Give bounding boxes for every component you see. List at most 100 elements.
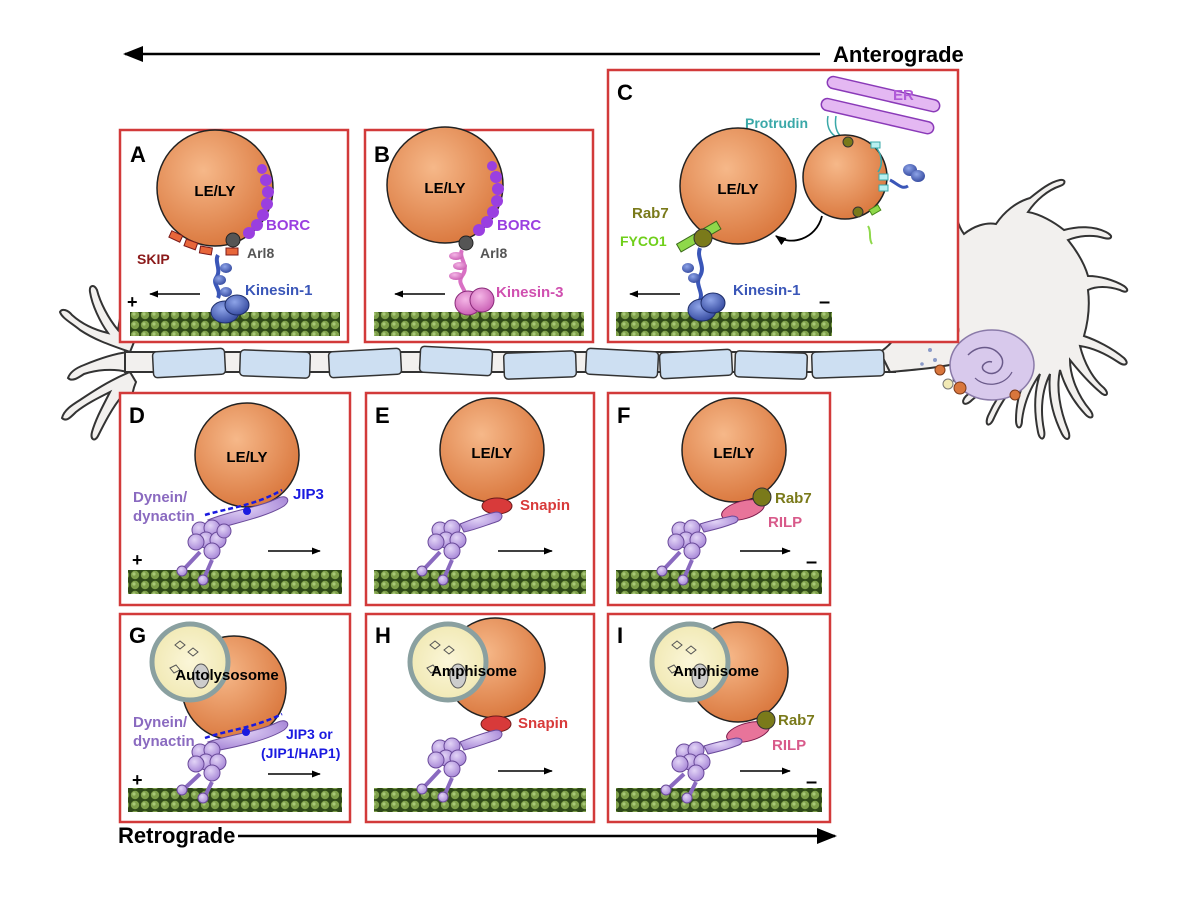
small-kinesin bbox=[889, 164, 925, 189]
myelin-sheath bbox=[151, 345, 886, 380]
panel-e: E LE/LY Snapin bbox=[364, 391, 596, 607]
fusion-arrow bbox=[775, 215, 823, 246]
borc-complex bbox=[243, 164, 274, 239]
panel-letter: C bbox=[617, 80, 633, 105]
kinesin-label: Kinesin-1 bbox=[245, 282, 313, 299]
panel-letter: E bbox=[375, 403, 390, 428]
kinesin-label: Kinesin-3 bbox=[496, 284, 564, 301]
protrudin-label: Protrudin bbox=[745, 115, 808, 131]
rilp-label: RILP bbox=[768, 514, 802, 531]
kinesin-1-motor bbox=[210, 254, 250, 324]
organelle-label: LE/LY bbox=[226, 449, 267, 466]
minus-end-label: – bbox=[806, 771, 817, 793]
plus-end-label: + bbox=[132, 770, 143, 790]
organelle-label: LE/LY bbox=[424, 180, 465, 197]
microtubule bbox=[128, 570, 342, 594]
cargo bbox=[426, 640, 467, 689]
rab7-label: Rab7 bbox=[775, 490, 812, 507]
jip3-label: JIP3 bbox=[293, 486, 324, 503]
minus-end-label: – bbox=[806, 551, 817, 573]
microtubule bbox=[374, 788, 586, 812]
autophagosome-part bbox=[407, 621, 489, 703]
autophagosome-part bbox=[149, 621, 231, 703]
arl8-label: Arl8 bbox=[480, 245, 507, 261]
rab7-label: Rab7 bbox=[778, 712, 815, 729]
arl8 bbox=[458, 235, 474, 251]
late-endosome-lysosome bbox=[679, 127, 797, 245]
endoplasmic-reticulum bbox=[820, 75, 941, 135]
rab7 bbox=[752, 487, 772, 507]
snapin-label: Snapin bbox=[518, 715, 568, 732]
anterograde-label: Anterograde bbox=[833, 42, 964, 67]
dynein-dynactin-complex bbox=[660, 737, 743, 804]
dynein-dynactin-complex bbox=[416, 729, 503, 803]
er-label: ER bbox=[893, 87, 914, 104]
panel-g: G Autolysosome Dynein/ dynactin JIP3 or … bbox=[118, 612, 352, 824]
snapin-label: Snapin bbox=[520, 497, 570, 514]
microtubule bbox=[374, 570, 586, 594]
panel-letter: A bbox=[130, 142, 146, 167]
panel-c: C ER Protrudin LE/LY Rab7 FYCO bbox=[606, 68, 960, 344]
organelle-label: LE/LY bbox=[471, 445, 512, 462]
kinesin-3-motor bbox=[449, 249, 495, 316]
panel-letter: H bbox=[375, 623, 391, 648]
anterograde-arrow: Anterograde bbox=[123, 42, 964, 67]
late-endosome-lysosome bbox=[681, 397, 787, 503]
rab7-label: Rab7 bbox=[632, 205, 669, 222]
microtubule bbox=[616, 570, 822, 594]
minus-end-label: – bbox=[819, 291, 830, 313]
microtubule bbox=[616, 312, 832, 336]
arl8-label: Arl8 bbox=[247, 245, 274, 261]
cargo bbox=[169, 640, 210, 689]
dynein-dynactin-complex bbox=[656, 515, 739, 586]
microtubule bbox=[374, 312, 584, 336]
retrograde-arrow: Retrograde bbox=[118, 823, 837, 848]
kinesin-1-motor bbox=[682, 247, 726, 322]
dynein-dynactin-complex bbox=[416, 511, 503, 586]
panel-letter: D bbox=[129, 403, 145, 428]
panel-letter: F bbox=[617, 403, 630, 428]
organelle-label: Autolysosome bbox=[175, 667, 278, 684]
adaptor-label-2: (JIP1/HAP1) bbox=[261, 745, 340, 761]
panel-b: B LE/LY BORC Arl8 Kinesin-3 bbox=[363, 126, 595, 344]
plus-end-label: + bbox=[127, 292, 138, 312]
arl8 bbox=[225, 232, 241, 248]
microtubule bbox=[128, 788, 342, 812]
borc-label: BORC bbox=[497, 217, 541, 234]
skip bbox=[168, 230, 239, 256]
panel-letter: B bbox=[374, 142, 390, 167]
rab7 bbox=[756, 710, 776, 730]
dynein-label-1: Dynein/ bbox=[133, 489, 188, 506]
panel-f: F LE/LY Rab7 RILP – bbox=[606, 391, 832, 607]
microtubule bbox=[616, 788, 822, 812]
rab7 bbox=[693, 228, 713, 248]
retrograde-label: Retrograde bbox=[118, 823, 235, 848]
skip-label: SKIP bbox=[137, 251, 170, 267]
kinesin-label: Kinesin-1 bbox=[733, 282, 801, 299]
late-endosome-lysosome bbox=[386, 126, 504, 244]
dynein-label-2: dynactin bbox=[133, 508, 195, 525]
panel-i: I Amphisome Rab7 RILP – bbox=[606, 612, 832, 824]
autophagosome-part bbox=[649, 621, 731, 703]
nucleus bbox=[949, 329, 1035, 401]
panel-letter: G bbox=[129, 623, 146, 648]
dynein-label-1: Dynein/ bbox=[133, 714, 188, 731]
panel-h: H Amphisome Snapin bbox=[364, 612, 596, 824]
borc-label: BORC bbox=[266, 217, 310, 234]
neuron bbox=[58, 178, 1129, 441]
organelle-label: Amphisome bbox=[431, 663, 517, 680]
panel-d: D LE/LY Dynein/ dynactin JIP3 + bbox=[118, 391, 352, 607]
rilp-label: RILP bbox=[772, 737, 806, 754]
organelle-label: Amphisome bbox=[673, 663, 759, 680]
adaptor-label-1: JIP3 or bbox=[286, 726, 333, 742]
late-endosome-lysosome bbox=[156, 129, 274, 247]
organelle-label: LE/LY bbox=[194, 183, 235, 200]
borc-complex bbox=[473, 161, 504, 236]
cargo bbox=[667, 640, 709, 689]
dynein-label-2: dynactin bbox=[133, 733, 195, 750]
fyco1-label: FYCO1 bbox=[620, 233, 667, 249]
panel-a: A LE/LY BORC Arl8 SKIP Kinesin-1 + bbox=[118, 128, 350, 344]
plus-end-label: + bbox=[132, 550, 143, 570]
panel-letter: I bbox=[617, 623, 623, 648]
